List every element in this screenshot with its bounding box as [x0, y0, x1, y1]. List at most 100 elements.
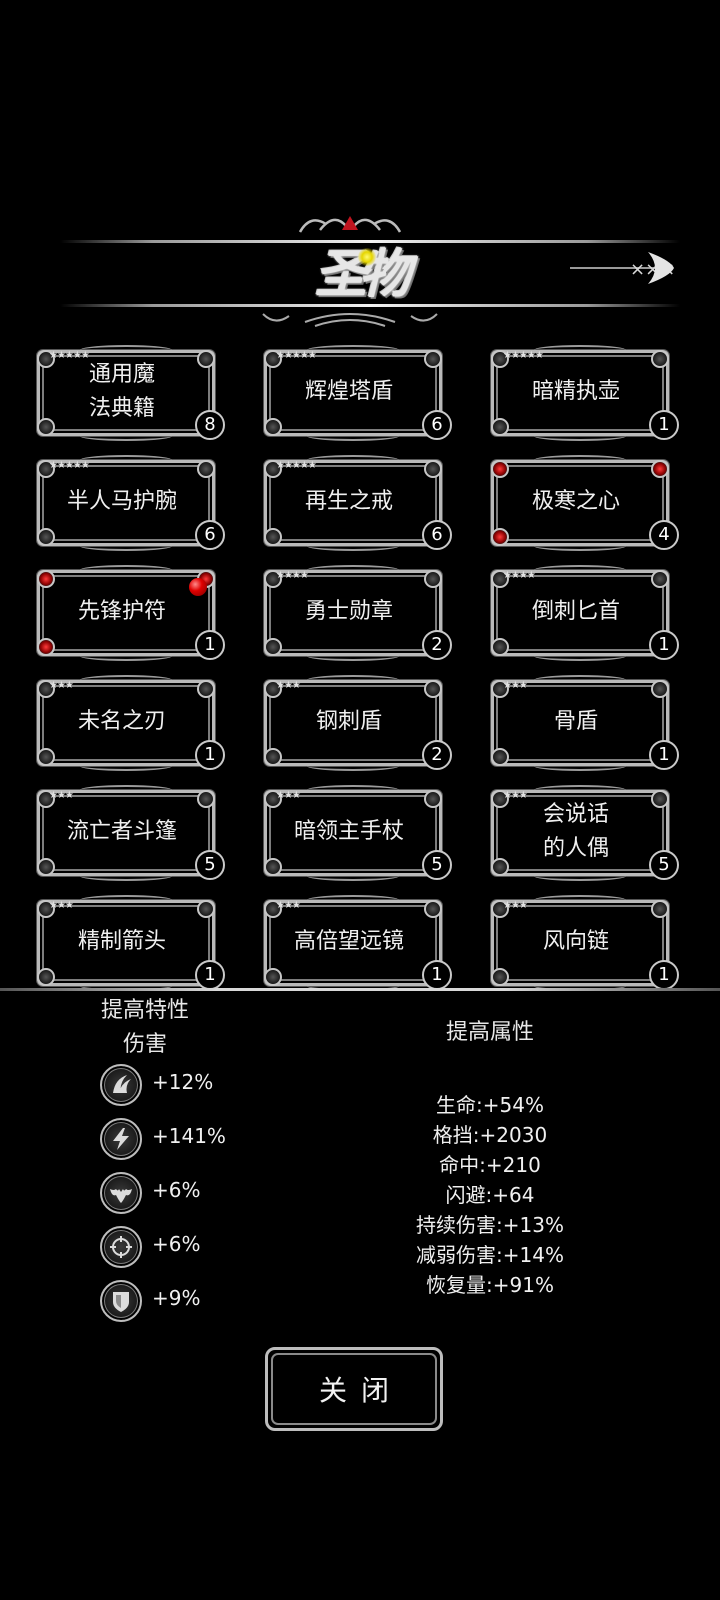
relic-count-badge: 1: [195, 960, 225, 990]
rose-ornament-icon: [37, 748, 55, 766]
shield-icon: [100, 1280, 142, 1322]
header-banner: 圣物 ×××: [60, 210, 680, 340]
relic-name: 辉煌塔盾: [304, 379, 393, 404]
star-rating-icon: ★★★: [503, 900, 528, 911]
trait-row: +141%: [100, 1118, 260, 1160]
relic-count-badge: 1: [195, 630, 225, 660]
rose-ornament-icon: [37, 968, 55, 986]
relic-name: 通用魔 法典籍: [88, 362, 155, 421]
rose-ornament-icon: [491, 858, 509, 876]
relic-tile[interactable]: ★★★★★通用魔 法典籍 8: [33, 345, 225, 441]
rose-ornament-icon: [424, 350, 442, 368]
rose-ornament-icon: [491, 350, 509, 368]
relic-count-badge: 1: [649, 410, 679, 440]
relic-name: 风向链: [542, 929, 609, 954]
rose-ornament-icon: [651, 350, 669, 368]
rose-ornament-icon: [37, 900, 55, 918]
rose-ornament-icon: [264, 858, 282, 876]
attribute-line: 格挡:+2030: [432, 1123, 548, 1147]
relic-name: 极寒之心: [531, 489, 620, 514]
relic-count-badge: 4: [649, 520, 679, 550]
relic-tile[interactable]: 先锋护符 1: [33, 565, 225, 661]
relic-count-badge: 1: [422, 960, 452, 990]
crosshair-icon: [100, 1226, 142, 1268]
rose-ornament-icon: [424, 900, 442, 918]
trait-damage-title: 提高特性伤害: [100, 998, 189, 1057]
attribute-line: 命中:+210: [439, 1153, 541, 1177]
rose-ornament-icon: [651, 570, 669, 588]
relic-count-badge: 5: [649, 850, 679, 880]
trait-row: +6%: [100, 1226, 260, 1268]
attribute-title: 提高属性: [445, 1020, 534, 1045]
bat-icon: [100, 1172, 142, 1214]
rose-ornament-icon: [37, 638, 55, 656]
relic-count-badge: 6: [422, 520, 452, 550]
star-rating-icon: ★★★★: [503, 570, 536, 581]
relic-tile[interactable]: ★★★★★ 辉煌塔盾 6: [260, 345, 452, 441]
rose-ornament-icon: [264, 350, 282, 368]
star-rating-icon: ★★★: [49, 680, 74, 691]
rose-ornament-icon: [197, 680, 215, 698]
trait-value: +12%: [152, 1070, 214, 1094]
rose-ornament-icon: [651, 790, 669, 808]
rose-ornament-icon: [651, 900, 669, 918]
rose-ornament-icon: [197, 790, 215, 808]
star-rating-icon: ★★★★★: [49, 350, 90, 361]
star-rating-icon: ★★★: [503, 680, 528, 691]
title-glow: [358, 248, 376, 266]
relic-count-badge: 2: [422, 630, 452, 660]
rose-ornament-icon: [264, 638, 282, 656]
section-divider: [0, 988, 720, 991]
rose-ornament-icon: [491, 748, 509, 766]
relic-name: 钢刺盾: [315, 709, 382, 734]
rose-ornament-icon: [264, 418, 282, 436]
rose-ornament-icon: [197, 350, 215, 368]
relic-count-badge: 2: [422, 740, 452, 770]
rose-ornament-icon: [37, 858, 55, 876]
star-rating-icon: ★★★★★: [49, 460, 90, 471]
rose-ornament-icon: [264, 900, 282, 918]
rose-ornament-icon: [491, 418, 509, 436]
relic-count-badge: 6: [195, 520, 225, 550]
rose-ornament-icon: [264, 968, 282, 986]
rose-ornament-icon: [491, 570, 509, 588]
rose-ornament-icon: [197, 900, 215, 918]
star-rating-icon: ★★★★★: [276, 350, 317, 361]
relic-name: 未名之刃: [77, 709, 166, 734]
close-button[interactable]: 关闭: [265, 1347, 443, 1431]
relic-count-badge: 8: [195, 410, 225, 440]
rose-ornament-icon: [264, 680, 282, 698]
relic-count-badge: 6: [422, 410, 452, 440]
star-rating-icon: ★★★: [276, 680, 301, 691]
relic-name: 倒刺匕首: [531, 599, 620, 624]
trait-row: +6%: [100, 1172, 260, 1214]
attribute-line: 减弱伤害:+14%: [416, 1243, 564, 1267]
relic-name: 暗精执壶: [531, 379, 620, 404]
ornament-bottom-icon: [262, 313, 438, 327]
trait-value: +6%: [152, 1178, 201, 1202]
lightning-icon: [100, 1118, 142, 1160]
relic-name: 先锋护符: [77, 599, 166, 624]
relic-tile[interactable]: ★★★ 钢刺盾 2: [260, 675, 452, 771]
rose-ornament-icon: [491, 638, 509, 656]
rose-ornament-icon: [264, 748, 282, 766]
rose-ornament-icon: [424, 460, 442, 478]
relic-tile[interactable]: 极寒之心 4: [487, 455, 679, 551]
relic-name: 暗领主手杖: [293, 819, 404, 844]
trait-value: +141%: [152, 1124, 226, 1148]
relic-name: 高倍望远镜: [293, 929, 404, 954]
claw-icon: [100, 1064, 142, 1106]
